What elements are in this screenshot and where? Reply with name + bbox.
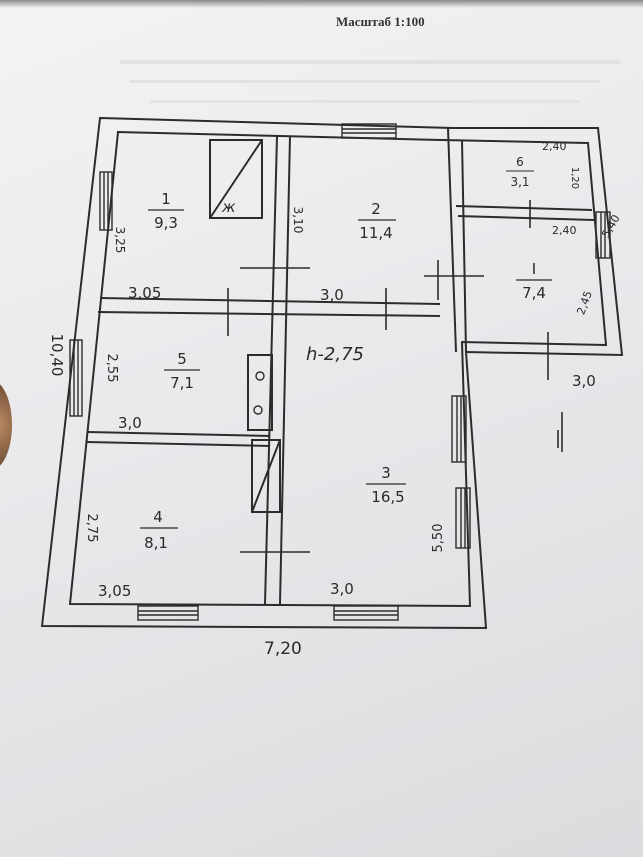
svg-text:5: 5 [177, 350, 187, 368]
room-1-label: 1 9,3 [148, 190, 184, 232]
outer-wall-inner [68, 130, 608, 608]
stove-burners [253, 371, 265, 415]
room4-height-label: 2,75 [84, 514, 99, 543]
roomI-width-label: 2,40 [552, 224, 577, 237]
door-marks [227, 200, 563, 553]
scale-label: Масштаб 1:100 [336, 14, 425, 29]
room3-width-label: 3,0 [330, 580, 354, 598]
kitchen-mark: ж [221, 198, 236, 216]
room1-width-label: 3,05 [128, 284, 161, 302]
room-2-label: 2 11,4 [358, 200, 396, 242]
room3-height-label: 5,50 [431, 524, 446, 553]
annex-height-label: 5,40 [599, 212, 623, 240]
wall-h1b [97, 311, 441, 317]
svg-text:16,5: 16,5 [371, 488, 404, 506]
room-I-label: I 7,4 [516, 260, 552, 302]
window-top [341, 123, 397, 139]
outer-wall-outer [40, 116, 624, 630]
svg-text:8,1: 8,1 [144, 534, 168, 552]
exterior-walls [40, 116, 624, 630]
annex-width-label: 3,0 [572, 372, 596, 390]
room-6-label: 6 3,1 [506, 155, 534, 189]
svg-text:3: 3 [381, 464, 391, 482]
svg-text:1: 1 [161, 190, 171, 208]
window-right-2 [455, 487, 471, 549]
page-top-edge-shadow [0, 0, 643, 8]
wall-h2a [87, 431, 271, 437]
wall-annex-h2 [457, 215, 595, 221]
interior-walls [85, 127, 595, 605]
room4-width-label: 3,05 [98, 582, 131, 600]
finger-shadow [0, 380, 12, 470]
room2-height-label: 3,10 [291, 207, 305, 234]
room-5-label: 5 7,1 [164, 350, 200, 392]
stove-lower [251, 439, 281, 513]
kitchen-stove [209, 139, 263, 219]
windows [69, 123, 611, 621]
room2-width-label: 3,0 [320, 286, 344, 304]
svg-text:7,4: 7,4 [522, 284, 546, 302]
overall-length-label: 10,40 [48, 334, 66, 377]
wall-h2b [85, 441, 271, 447]
window-annex-right [595, 211, 611, 259]
room6-height-label: 1,20 [569, 167, 580, 189]
room1-height-label: 3,25 [113, 227, 127, 254]
svg-text:2: 2 [371, 200, 381, 218]
bleed-through-text [120, 60, 620, 103]
svg-text:3,1: 3,1 [510, 175, 529, 189]
room-4-label: 4 8,1 [140, 508, 178, 552]
overall-width-label: 7,20 [264, 639, 302, 659]
svg-text:4: 4 [153, 508, 163, 526]
room-3-label: 3 16,5 [366, 464, 406, 506]
room5-height-label: 2,55 [104, 354, 119, 383]
window-bottom-1 [137, 605, 199, 621]
roomI-height-label: 2,45 [574, 289, 595, 316]
window-left-2 [69, 339, 83, 417]
svg-text:9,3: 9,3 [154, 214, 178, 232]
room6-width-label: 2,40 [542, 140, 567, 153]
wall-h1a [99, 297, 441, 305]
window-bottom-2 [333, 605, 399, 621]
stove-box [247, 354, 273, 431]
window-left-1 [99, 171, 113, 231]
wall-center-v2 [279, 135, 291, 605]
room5-width-label: 3,0 [118, 414, 142, 432]
wall-annex-h1 [455, 205, 593, 211]
wall-annex-v1 [447, 127, 457, 353]
svg-text:11,4: 11,4 [359, 224, 392, 242]
wall-annex-v2 [461, 139, 467, 353]
svg-text:6: 6 [516, 155, 524, 169]
svg-text:7,1: 7,1 [170, 374, 194, 392]
svg-text:I: I [532, 260, 536, 278]
ceiling-height-label: h-2,75 [306, 344, 364, 365]
window-right-1 [451, 395, 467, 463]
